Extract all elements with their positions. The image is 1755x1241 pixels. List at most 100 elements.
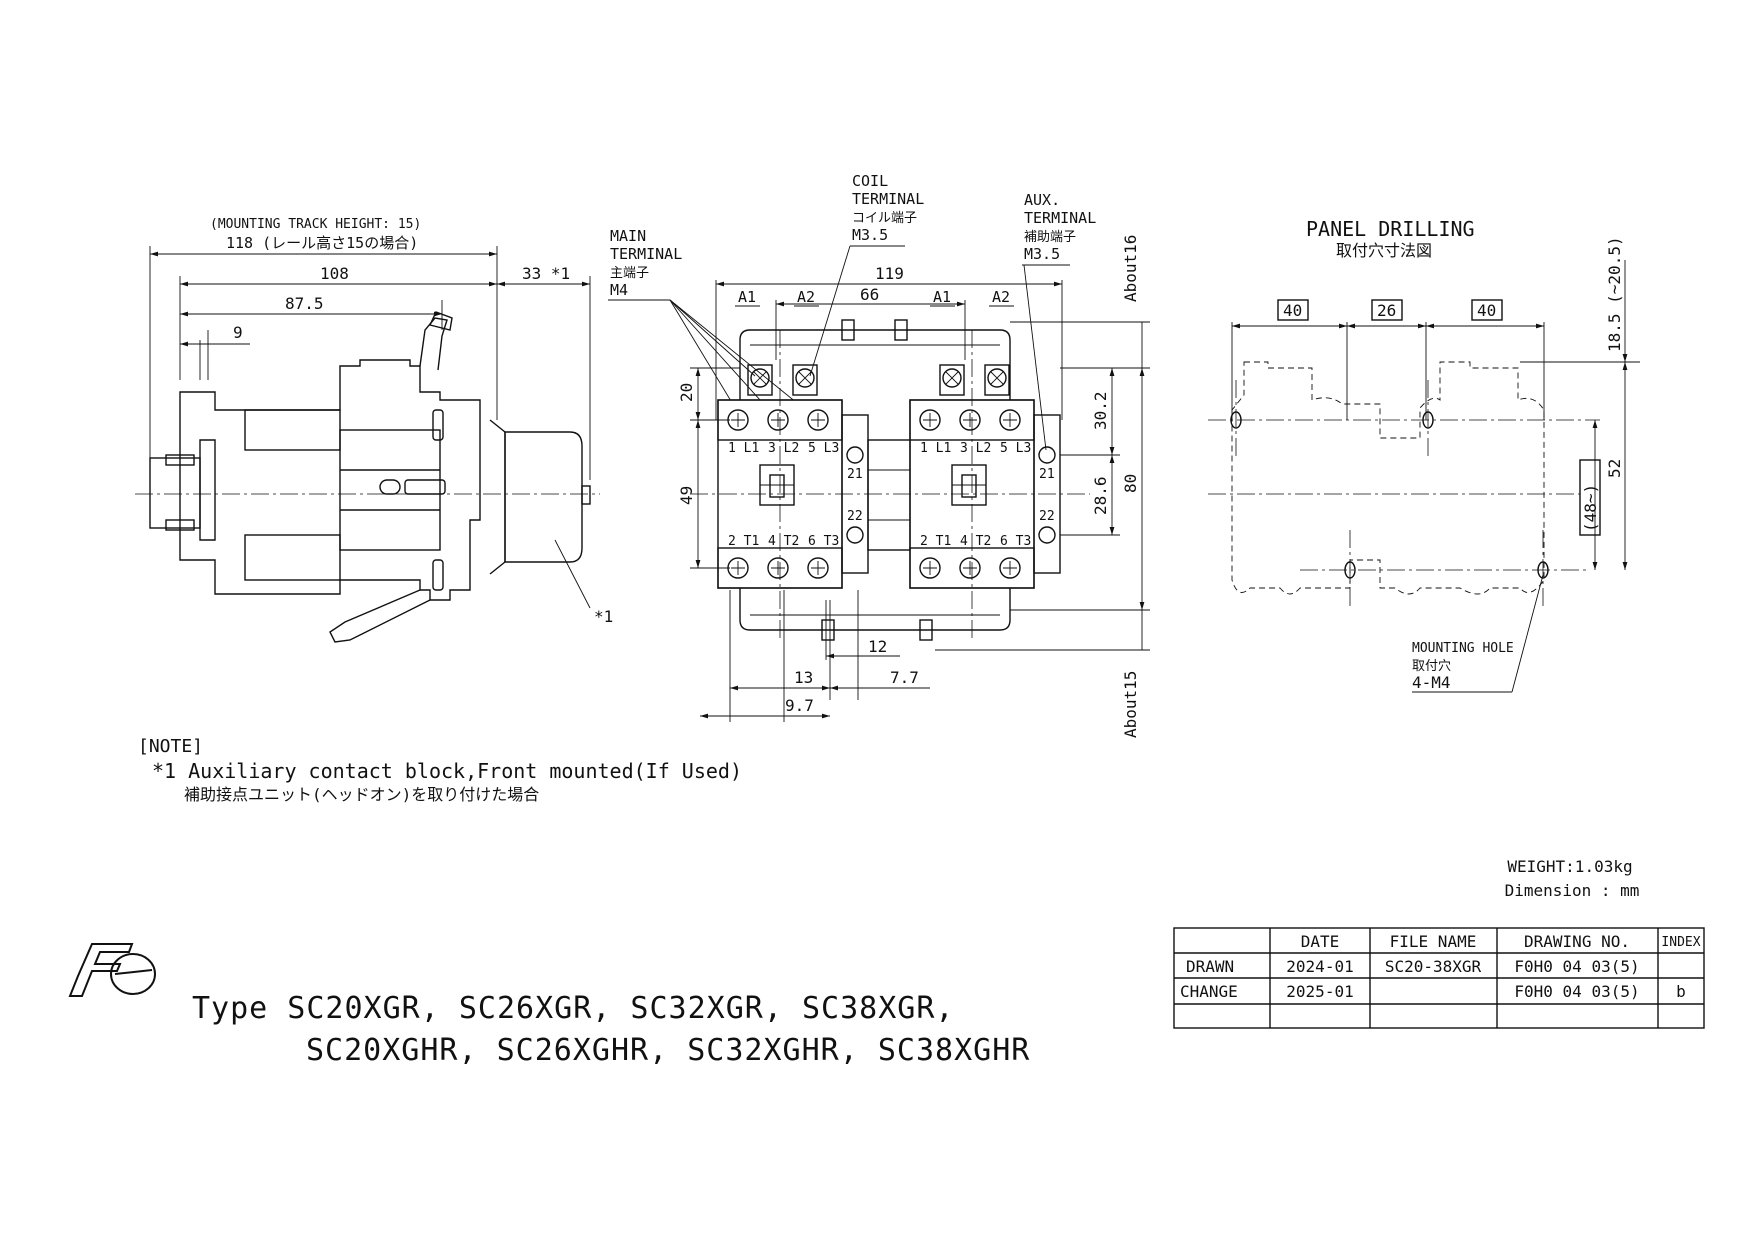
- hole-label-en: MOUNTING HOLE: [1412, 641, 1514, 656]
- dim-118-label: 118 (レール高さ15の場合): [226, 234, 418, 252]
- terminal-3l2-right: 3 L2: [960, 441, 991, 456]
- side-bottom-lever: [329, 589, 431, 643]
- mount-track-label: (MOUNTING TRACK HEIGHT: 15): [210, 217, 421, 232]
- dim-18-5-label: 18.5 (~20.5): [1605, 236, 1624, 352]
- hole-label-size: 4-M4: [1412, 673, 1451, 692]
- tb-change-drawing: F0H0 04 03(5): [1514, 982, 1639, 1001]
- side-view: (MOUNTING TRACK HEIGHT: 15) 118 (レール高さ15…: [135, 217, 613, 643]
- terminal-4t2-left: 4 T2: [768, 534, 799, 549]
- dim-52-label: 52: [1605, 459, 1624, 478]
- tb-change-date: 2025-01: [1286, 982, 1353, 1001]
- terminal-1l1-right: 1 L1: [920, 441, 951, 456]
- dim-26-label: 26: [1377, 301, 1396, 320]
- title-block: DATE FILE NAME DRAWING NO. INDEX DRAWN 2…: [1173, 927, 1705, 1029]
- terminal-5l3-right: 5 L3: [1000, 441, 1031, 456]
- dim-12-label: 12: [868, 637, 887, 656]
- type-line-1: Type SC20XGR, SC26XGR, SC32XGR, SC38XGR,: [192, 991, 954, 1026]
- coil-terminal-label-2: TERMINAL: [852, 190, 924, 208]
- dim-9-7-label: 9.7: [785, 696, 814, 715]
- main-terminal-screws: [727, 409, 1021, 579]
- dim-40a-label: 40: [1283, 301, 1302, 320]
- hole-label-jp: 取付穴: [1412, 659, 1451, 674]
- note-block: [NOTE] *1 Auxiliary contact block,Front …: [138, 736, 742, 804]
- dim-7-7-label: 7.7: [890, 668, 919, 687]
- about15-label: About15: [1121, 671, 1140, 738]
- terminal-6t3-left: 6 T3: [808, 534, 839, 549]
- dimension-unit-label: Dimension : mm: [1505, 881, 1640, 900]
- tb-drawn-label: DRAWN: [1186, 957, 1234, 976]
- aux-21-right: 21: [1039, 467, 1055, 482]
- side-note-ref: *1: [594, 607, 613, 626]
- front-frame: [739, 329, 1011, 631]
- tb-header-date: DATE: [1301, 932, 1340, 951]
- terminal-1l1-left: 1 L1: [728, 441, 759, 456]
- side-top-lever: [419, 317, 448, 371]
- dim-48-label: (48~): [1581, 484, 1600, 532]
- dim-9-label: 9: [233, 323, 243, 342]
- aux-terminal-label-3: 補助端子: [1024, 230, 1076, 245]
- note-line-2: 補助接点ユニット(ヘッドオン)を取り付けた場合: [184, 785, 539, 804]
- terminal-5l3-left: 5 L3: [808, 441, 839, 456]
- tb-change-index: b: [1676, 982, 1686, 1001]
- side-body-outline: [179, 359, 481, 601]
- aux-21-left: 21: [847, 467, 863, 482]
- a2-left-label: A2: [797, 288, 815, 306]
- main-terminal-label-4: M4: [610, 281, 628, 299]
- panel-title-jp: 取付穴寸法図: [1336, 241, 1432, 260]
- tb-drawn-date: 2024-01: [1286, 957, 1353, 976]
- aux-terminal-label-2: TERMINAL: [1024, 209, 1096, 227]
- tb-drawn-file: SC20-38XGR: [1385, 957, 1482, 976]
- aux-terminal-label-1: AUX.: [1024, 191, 1060, 209]
- coil-terminal-label-4: M3.5: [852, 226, 888, 244]
- panel-outline: [1231, 361, 1545, 595]
- panel-drilling: PANEL DRILLING 取付穴寸法図 40 26 40: [1208, 217, 1640, 693]
- dim-13-label: 13: [794, 668, 813, 687]
- fe-logo: Fe: [68, 943, 156, 997]
- dim-28-6-label: 28.6: [1091, 476, 1110, 515]
- dim-49-label: 49: [677, 486, 696, 505]
- aux-terminal-label-4: M3.5: [1024, 245, 1060, 263]
- terminal-2t1-right: 2 T1: [920, 534, 951, 549]
- note-line-1: *1 Auxiliary contact block,Front mounted…: [152, 759, 742, 783]
- a1-right-label: A1: [933, 288, 951, 306]
- terminal-2t1-left: 2 T1: [728, 534, 759, 549]
- side-rail: [149, 457, 201, 529]
- coil-terminal-screws: [747, 364, 1010, 396]
- type-line-2: SC20XGHR, SC26XGHR, SC32XGHR, SC38XGHR: [306, 1033, 1030, 1068]
- tb-change-label: CHANGE: [1180, 982, 1238, 1001]
- dim-87-5-label: 87.5: [285, 294, 324, 313]
- dim-108-label: 108: [320, 264, 349, 283]
- terminal-3l2-left: 3 L2: [768, 441, 799, 456]
- main-terminal-label-1: MAIN: [610, 227, 646, 245]
- front-view: COIL TERMINAL コイル端子 M3.5 AUX. TERMINAL 補…: [608, 172, 1150, 738]
- tb-header-file: FILE NAME: [1390, 932, 1477, 951]
- aux-terminal-screws: [846, 446, 1056, 544]
- terminal-6t3-right: 6 T3: [1000, 534, 1031, 549]
- tb-header-index: INDEX: [1661, 935, 1700, 950]
- a2-right-label: A2: [992, 288, 1010, 306]
- tb-header-drawing: DRAWING NO.: [1524, 932, 1630, 951]
- coil-terminal-label-1: COIL: [852, 172, 888, 190]
- main-terminal-label-2: TERMINAL: [610, 245, 682, 263]
- main-terminal-label-3: 主端子: [610, 266, 649, 281]
- weight-label: WEIGHT:1.03kg: [1507, 857, 1632, 876]
- aux-22-right: 22: [1039, 509, 1055, 524]
- panel-mounting-holes: [1230, 411, 1549, 579]
- dim-20-label: 20: [677, 383, 696, 402]
- dim-30-2-label: 30.2: [1091, 391, 1110, 430]
- dim-33-label: 33 *1: [522, 264, 570, 283]
- side-aux-block: [504, 431, 583, 563]
- tb-drawn-drawing: F0H0 04 03(5): [1514, 957, 1639, 976]
- note-header: [NOTE]: [138, 736, 203, 757]
- coil-terminal-label-3: コイル端子: [852, 211, 917, 226]
- a1-left-label: A1: [738, 288, 756, 306]
- terminal-4t2-right: 4 T2: [960, 534, 991, 549]
- dim-66-label: 66: [860, 285, 879, 304]
- dim-40b-label: 40: [1477, 301, 1496, 320]
- about16-label: About16: [1121, 235, 1140, 302]
- dim-80-label: 80: [1121, 474, 1140, 493]
- dim-119-label: 119: [875, 264, 904, 283]
- panel-title-en: PANEL DRILLING: [1306, 217, 1475, 241]
- aux-22-left: 22: [847, 509, 863, 524]
